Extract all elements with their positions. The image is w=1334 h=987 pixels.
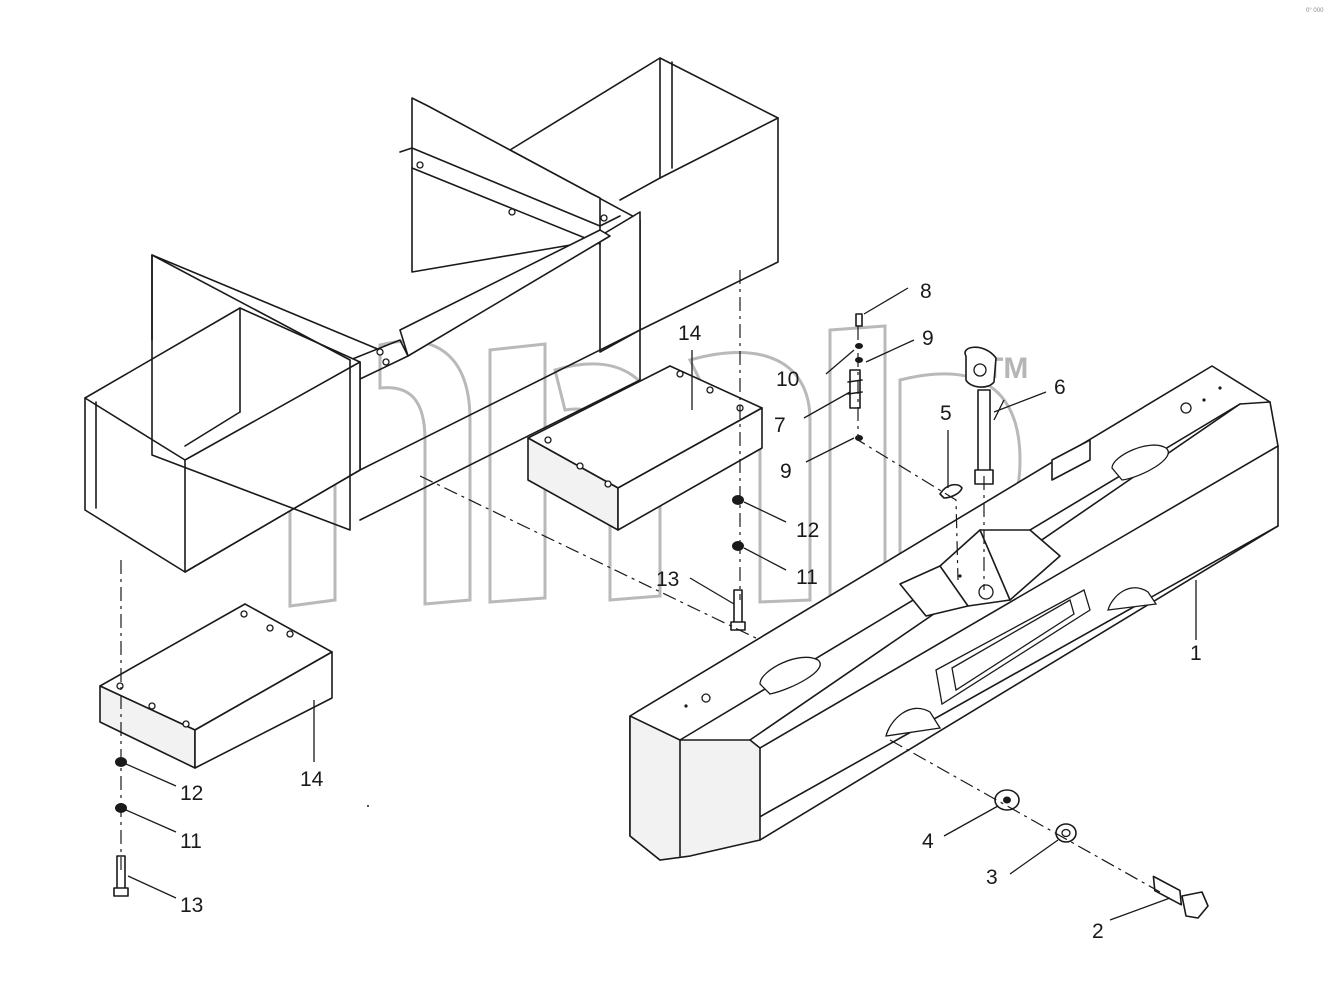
- callout-8: 8: [920, 280, 932, 303]
- frame-bracket: [84, 57, 779, 573]
- callout-11-left: 11: [180, 830, 202, 853]
- fasteners-left: [113, 757, 129, 897]
- callout-5: 5: [940, 402, 952, 425]
- pad-upper: [527, 365, 763, 531]
- callout-4: 4: [922, 830, 934, 853]
- callout-3: 3: [986, 866, 998, 889]
- callout-2: 2: [1092, 920, 1104, 943]
- lock-pin: [964, 346, 997, 485]
- callout-6: 6: [1054, 376, 1066, 399]
- callout-13-center: 13: [656, 568, 679, 591]
- callout-10: 10: [776, 368, 799, 391]
- counterweight-beam: [629, 365, 1279, 861]
- leader-lines: [125, 287, 1197, 921]
- callout-14-lower: 14: [300, 768, 324, 791]
- callout-12-left: 12: [180, 782, 203, 805]
- pad-lower: [99, 603, 333, 769]
- callout-1: 1: [1190, 642, 1202, 665]
- callout-7: 7: [774, 414, 786, 437]
- small-hardware: [847, 313, 963, 499]
- callout-11-center: 11: [796, 566, 818, 589]
- callout-13-left: 13: [180, 894, 203, 917]
- callout-12-center: 12: [796, 519, 819, 542]
- callout-labels: 1 2 3 4 5 6 7 8 9 9 10 11 11 12 12 13 13…: [180, 280, 1202, 943]
- corner-mark: 0° 000: [1306, 8, 1324, 14]
- callout-9-lower: 9: [780, 460, 792, 483]
- callout-14-upper: 14: [678, 322, 702, 345]
- bolt-washer-set: [994, 789, 1209, 919]
- assembly-lines: [120, 270, 1161, 893]
- callout-9-upper: 9: [922, 327, 934, 350]
- fasteners-center: [730, 495, 746, 631]
